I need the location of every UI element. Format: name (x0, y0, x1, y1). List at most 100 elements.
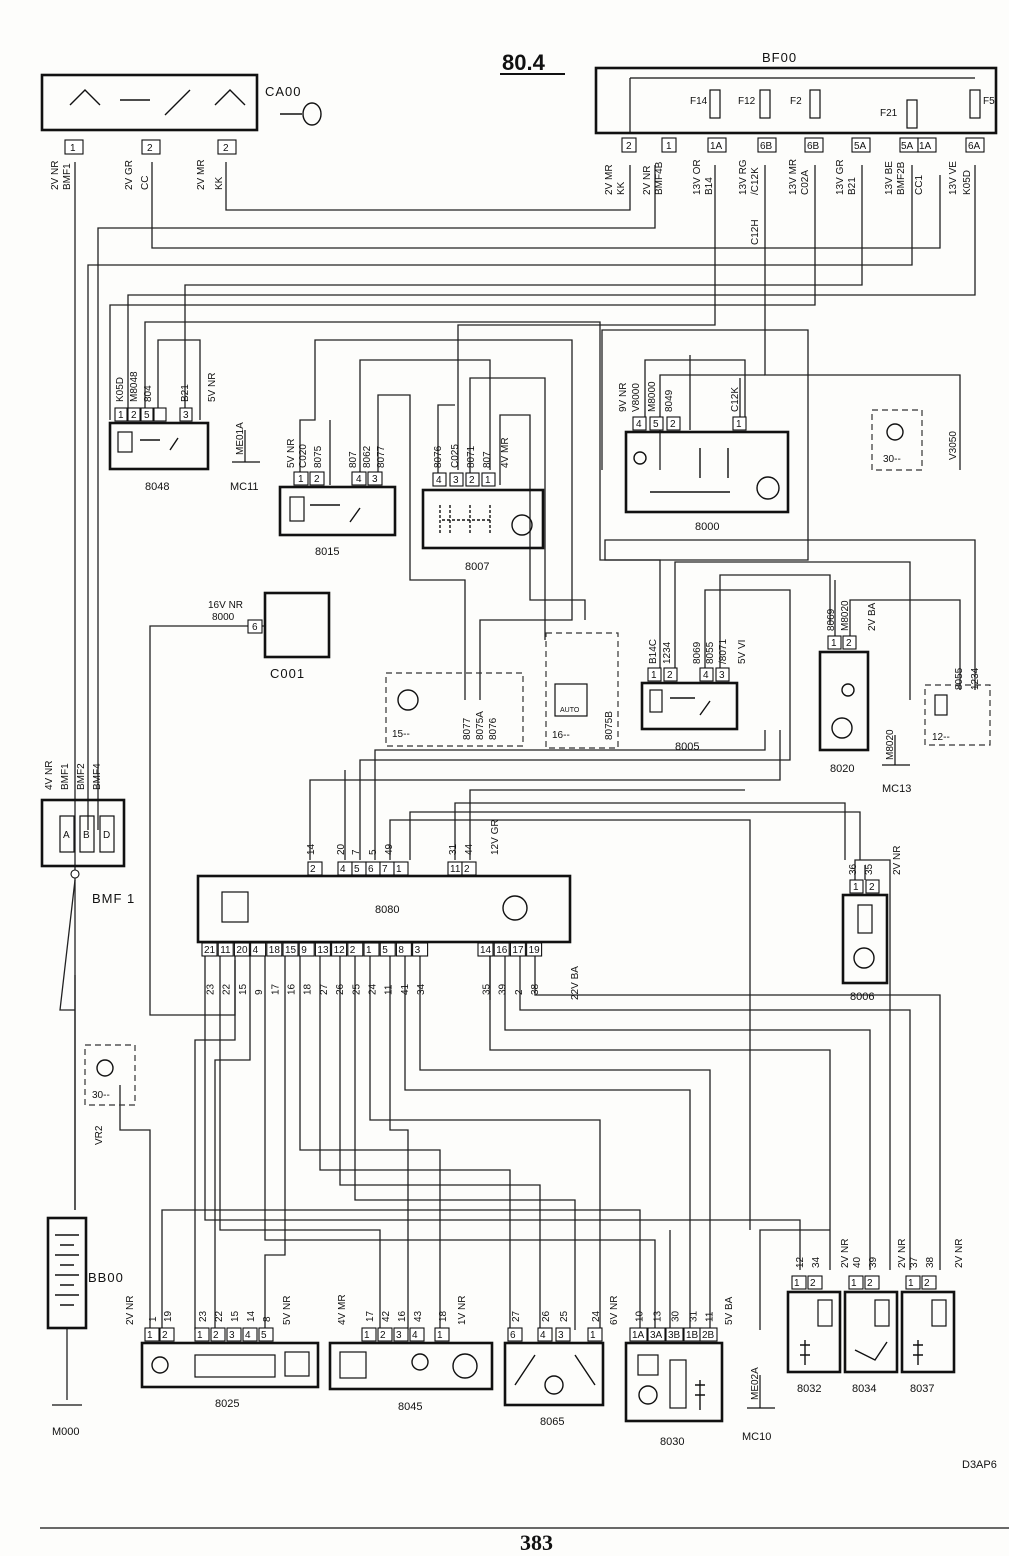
ca00-label: CA00 (265, 84, 302, 99)
svg-text:2: 2 (223, 143, 229, 154)
ecu-8080-bottom-pin (314, 942, 331, 957)
svg-text:C020: C020 (298, 444, 309, 468)
svg-text:2V NR: 2V NR (50, 161, 61, 190)
svg-text:8069: 8069 (826, 608, 837, 631)
svg-text:3: 3 (183, 410, 189, 421)
fuse-f5 (969, 89, 981, 119)
actuator-8045-wire-label: 43 (413, 1310, 424, 1322)
sensor-8037-pin (905, 1275, 921, 1290)
actuator-8030-pin (647, 1327, 666, 1342)
bmf1-label: BMF 1 (92, 891, 135, 906)
ecu-8080-bottom-pin-label: 3 (415, 945, 421, 956)
ecu-8080-bottom-pin-label: 8 (398, 945, 404, 956)
svg-text:1: 1 (485, 475, 491, 486)
display-icon (284, 1351, 310, 1377)
actuator-8030-pin-label: 1B (686, 1330, 699, 1341)
svg-text:KK: KK (214, 176, 225, 190)
panel-8025-pin (159, 1327, 175, 1342)
svg-text:13V VE: 13V VE (948, 161, 959, 195)
svg-text:4: 4 (703, 670, 709, 681)
actuator-8045-wire-label: 16 (397, 1310, 408, 1322)
sensor-8034-pin-label: 1 (851, 1278, 857, 1289)
ecu-8080-bottom-pin-label: 2 (350, 945, 356, 956)
sensor-8032-pin (807, 1275, 823, 1290)
relay-8048: 1 2 5 3 K05D M8048 804 B21 5V NR 8048 (108, 371, 218, 493)
fan-unit-15: 15-- 8077 8075A 8076 (385, 672, 524, 747)
panel-8025-wire-label: 19 (163, 1310, 174, 1322)
svg-text:4V MR: 4V MR (337, 1294, 348, 1325)
seat-icon (854, 1341, 888, 1361)
svg-text:8077: 8077 (376, 445, 387, 468)
svg-text:F12: F12 (738, 96, 756, 107)
pressure-icon (841, 683, 855, 697)
lamp-icon (96, 1059, 114, 1077)
actuator-8030-wire-label: 30 (671, 1310, 682, 1322)
ecu-8080-bottom-pin-label: 18 (269, 945, 281, 956)
actuator-8030-pin-label: 3B (668, 1330, 681, 1341)
ecu-8080-bottom-pin (493, 942, 510, 957)
svg-text:5A: 5A (854, 141, 867, 152)
svg-text:3: 3 (719, 670, 725, 681)
actuator-8030-label: 8030 (660, 1436, 684, 1448)
svg-text:M8020: M8020 (885, 729, 896, 760)
ecu-8080-bottom-wire-label: 2 (514, 989, 525, 995)
svg-text:5V NR: 5V NR (286, 439, 297, 468)
bb00-label: BB00 (88, 1270, 124, 1285)
svg-text:13V MR: 13V MR (788, 159, 799, 195)
panel-8025-label: 8025 (215, 1398, 239, 1410)
svg-text:807: 807 (482, 451, 493, 468)
ecu-8080-bottom-wire-label: 41 (400, 983, 411, 995)
ecu-8080-top-pin-label: 2 (464, 864, 470, 875)
actuator-8065-wire-label: 26 (541, 1310, 552, 1322)
sensor-8034-wire-label: 40 (852, 1256, 863, 1268)
svg-text:8077: 8077 (462, 717, 473, 740)
thermistor-icon (931, 1299, 947, 1327)
ecu-8080-top-pin (393, 861, 409, 876)
ecu-8080-top-wire-label: 49 (384, 843, 395, 855)
svg-text:1234: 1234 (662, 641, 673, 664)
ecu-8080-top-wire-label: 31 (448, 843, 459, 855)
svg-text:2: 2 (846, 638, 852, 649)
sensor-8037-label: 8037 (910, 1383, 934, 1395)
ecu-8080-bottom-wire-label: 11 (384, 984, 395, 995)
temperature-icon (695, 1380, 705, 1410)
sensor-8032-wire-label: 12 (795, 1256, 806, 1268)
ac-snowflake-icon (831, 717, 853, 739)
sensor-8006-label: 8006 (850, 991, 874, 1003)
svg-text:6V NR: 6V NR (609, 1296, 620, 1325)
svg-text:V8000: V8000 (631, 383, 642, 412)
svg-text:2: 2 (626, 141, 632, 152)
compressor-clutch-8000: 4 5 2 1 9V NR V8000 M8000 8049 C12K 8000 (618, 381, 790, 533)
actuator-8065-pin (507, 1327, 523, 1342)
svg-text:2: 2 (147, 143, 153, 154)
lamp-icon (886, 423, 904, 441)
ground-mc11: ME01A MC11 (230, 422, 260, 493)
actuator-8065-pin-label: 1 (590, 1330, 596, 1341)
svg-text:16V NR: 16V NR (208, 600, 243, 611)
actuator-8030-wire-label: 11 (705, 1311, 716, 1322)
actuator-8065-pin-label: 4 (540, 1330, 546, 1341)
panel-8025-wire-label: 22 (214, 1310, 225, 1322)
svg-text:8075B: 8075B (604, 711, 615, 740)
svg-text:1234: 1234 (970, 667, 981, 690)
actuator-8045-wire-label: 18 (438, 1310, 449, 1322)
svg-text:2V NR: 2V NR (642, 166, 653, 195)
sensor-8032-pin (791, 1275, 807, 1290)
actuator-8065-wire-label: 25 (559, 1310, 570, 1322)
ecu-8080-bottom-pin-label: 17 (512, 945, 524, 956)
ecu-8080-top-pin-label: 11 (450, 864, 461, 875)
thermistor-icon (817, 1299, 833, 1327)
svg-text:8062: 8062 (362, 445, 373, 468)
ac-snowflake-icon (502, 895, 528, 921)
svg-text:1: 1 (853, 882, 859, 893)
ecu-8080-top-pin-label: 1 (396, 864, 402, 875)
relay-8005-label: 8005 (675, 741, 699, 753)
ecu-8080-top-pin (307, 861, 323, 876)
svg-text:2: 2 (869, 882, 875, 893)
panel-8025-pin-label: 3 (229, 1330, 235, 1341)
ecu-8080-bottom-pin (412, 942, 429, 957)
lamp-icon (633, 451, 647, 465)
panel-8025-pin-label: 1 (197, 1330, 203, 1341)
